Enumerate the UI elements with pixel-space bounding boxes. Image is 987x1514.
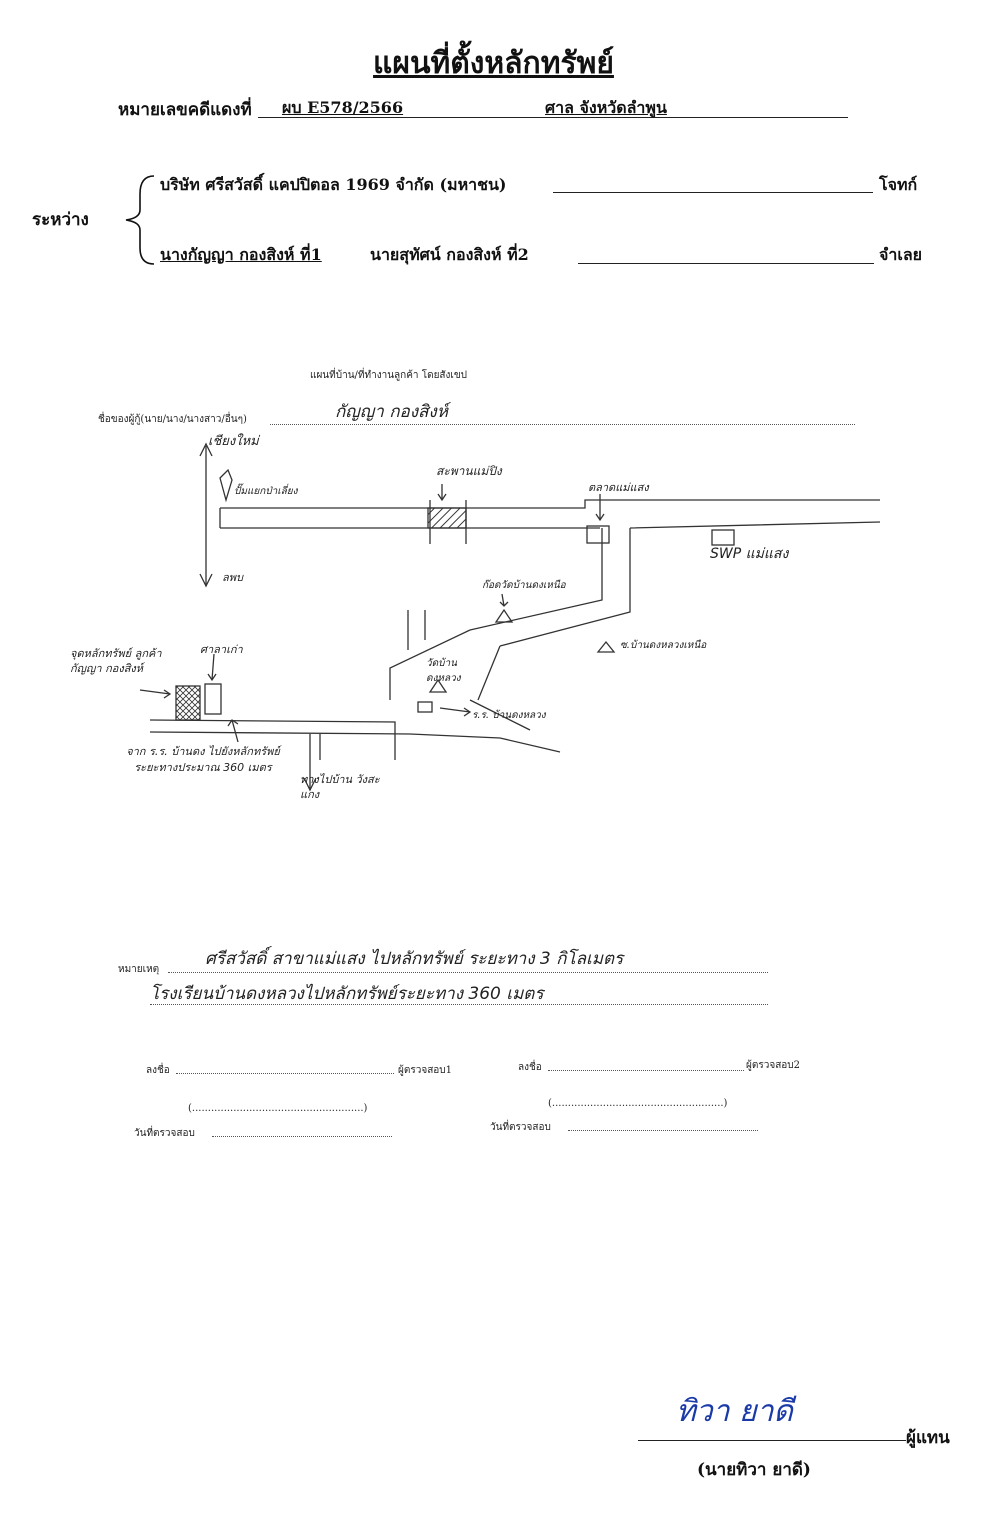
signature-role: ผู้แทน xyxy=(906,1428,950,1448)
defendant-1: นางกัญญา กองสิงห์ ที่1 xyxy=(160,245,322,264)
label-from-school: จาก ร.ร. บ้านดง ไปยังหลักทรัพย์ ระยะทางป… xyxy=(126,745,280,774)
borrower-name-line xyxy=(270,424,855,425)
label-school-lane: ซ.บ้านดงหลวงเหนือ xyxy=(620,640,707,651)
label-bridge: สะพานแม่ปิง xyxy=(436,464,502,478)
label-shop: ศาลาเก่า xyxy=(200,643,243,656)
inspector1-label: ผู้ตรวจสอบ1 xyxy=(398,1065,453,1076)
label-school: ร.ร. บ้านดงหลวง xyxy=(472,710,546,721)
inspector1-paren: (.......................................… xyxy=(188,1103,368,1114)
case-line xyxy=(258,117,848,118)
signature-name: (นายทิวา ยาดี) xyxy=(697,1460,811,1480)
inspector2-paren: (.......................................… xyxy=(548,1098,728,1109)
defendant-2: นายสุทัศน์ กองสิงห์ ที่2 xyxy=(370,245,529,264)
notes-line-1 xyxy=(168,972,768,973)
sketch-heading: แผนที่บ้าน/ที่ทำงานลูกค้า โดยสังเขป xyxy=(310,370,468,381)
case-label: หมายเลขคดีแดงที่ xyxy=(118,100,252,120)
inspector2-date-line xyxy=(568,1130,758,1131)
plaintiff-name: บริษัท ศรีสวัสดิ์ แคปปิตอล 1969 จำกัด (ม… xyxy=(160,175,507,194)
label-market: ตลาดแม่แสง xyxy=(588,481,649,494)
document-title: แผนที่ตั้งหลักทรัพย์ xyxy=(373,46,614,81)
inspector1-sign-line xyxy=(176,1073,394,1074)
signature-script: ทิวา ยาดี xyxy=(676,1394,793,1429)
inspector2-date-label: วันที่ตรวจสอบ xyxy=(490,1122,551,1133)
label-temple-nong: ก๊อดวัดบ้านดงเหนือ xyxy=(482,580,566,591)
brace-icon xyxy=(125,175,155,265)
between-label: ระหว่าง xyxy=(32,210,89,230)
case-number: ผบ E578/2566 xyxy=(282,98,404,117)
inspector1-sign-label: ลงชื่อ xyxy=(146,1065,170,1076)
sketch-map xyxy=(139,442,881,792)
label-to-highway: ทางไปบ้าน วังสะแกง xyxy=(300,773,380,801)
defendant-role: จำเลย xyxy=(879,245,923,264)
inspector1-date-label: วันที่ตรวจสอบ xyxy=(134,1128,195,1139)
borrower-name-label: ชื่อของผู้กู้(นาย/นาง/นางสาว/อื่นๆ) xyxy=(98,414,247,425)
label-temple-dong: วัดบ้านดงหลวง xyxy=(426,658,461,684)
label-lpn: ลพบ xyxy=(222,571,243,584)
label-collateral: จุดหลักทรัพย์ ลูกค้า กัญญา กองสิงห์ xyxy=(70,647,162,675)
notes-line-2 xyxy=(150,1004,768,1005)
defendant-line xyxy=(578,263,874,264)
inspector2-sign-line xyxy=(548,1070,744,1071)
court-name: ศาล จังหวัดลำพูน xyxy=(545,98,667,117)
plaintiff-line xyxy=(553,192,873,193)
notes-text-2: โรงเรียนบ้านดงหลวงไปหลักทรัพย์ระยะทาง 36… xyxy=(150,984,544,1004)
inspector2-label: ผู้ตรวจสอบ2 xyxy=(746,1060,801,1071)
label-swp: SWP แม่แสง xyxy=(710,546,789,562)
signature-line xyxy=(638,1440,906,1441)
borrower-name: กัญญา กองสิงห์ xyxy=(335,402,448,422)
inspector1-date-line xyxy=(212,1136,392,1137)
notes-text-1: ศรีสวัสดิ์ สาขาแม่แสง ไปหลักทรัพย์ ระยะท… xyxy=(205,949,624,969)
notes-label: หมายเหตุ xyxy=(118,964,160,975)
label-chiang-mai: เชียงใหม่ xyxy=(208,434,259,449)
plaintiff-role: โจทก์ xyxy=(879,175,918,194)
label-pump: ปั๊มแยกป่าเลี่ยง xyxy=(234,486,298,497)
inspector2-sign-label: ลงชื่อ xyxy=(518,1062,542,1073)
